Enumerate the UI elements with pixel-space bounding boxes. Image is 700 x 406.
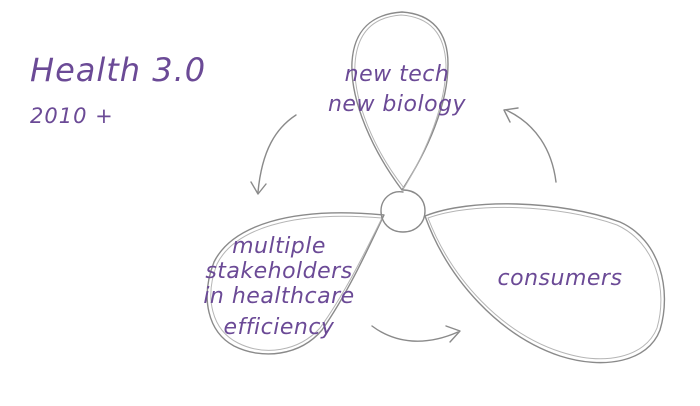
petal-top-line: new biology <box>327 92 467 117</box>
cycle-arrow-right-head <box>503 107 519 123</box>
cycle-arrow-bottom <box>371 325 459 342</box>
petal-left-outline-trace <box>210 215 383 351</box>
petal-left-line: multiple <box>232 234 326 259</box>
cycle-arrow-right <box>505 109 557 183</box>
petal-top-outline-trace <box>354 14 447 189</box>
petal-top-outline <box>351 11 449 191</box>
petal-right-label: consumers <box>480 268 640 290</box>
petal-right-outline-trace <box>427 206 662 360</box>
petal-right-line: consumers <box>497 266 623 291</box>
petal-left-line: efficiency <box>223 315 335 340</box>
petal-left-outline <box>206 212 385 355</box>
petal-left-label: multiple stakeholders in healthcare effi… <box>184 234 374 340</box>
cycle-arrow-top-left <box>257 114 297 193</box>
petal-top-label: new tech new biology <box>322 60 472 120</box>
diagram-title: Health 3.0 <box>30 51 207 89</box>
petal-left-line: stakeholders <box>205 259 353 284</box>
petal-left-line: in healthcare <box>203 284 355 309</box>
cycle-arrow-top-left-head <box>250 181 267 195</box>
petal-top-line: new tech <box>344 62 450 87</box>
cycle-arrow-bottom-head <box>445 325 461 343</box>
petal-right-outline <box>424 203 666 364</box>
diagram-subtitle: 2010 + <box>30 104 114 128</box>
center-circle <box>380 189 426 233</box>
